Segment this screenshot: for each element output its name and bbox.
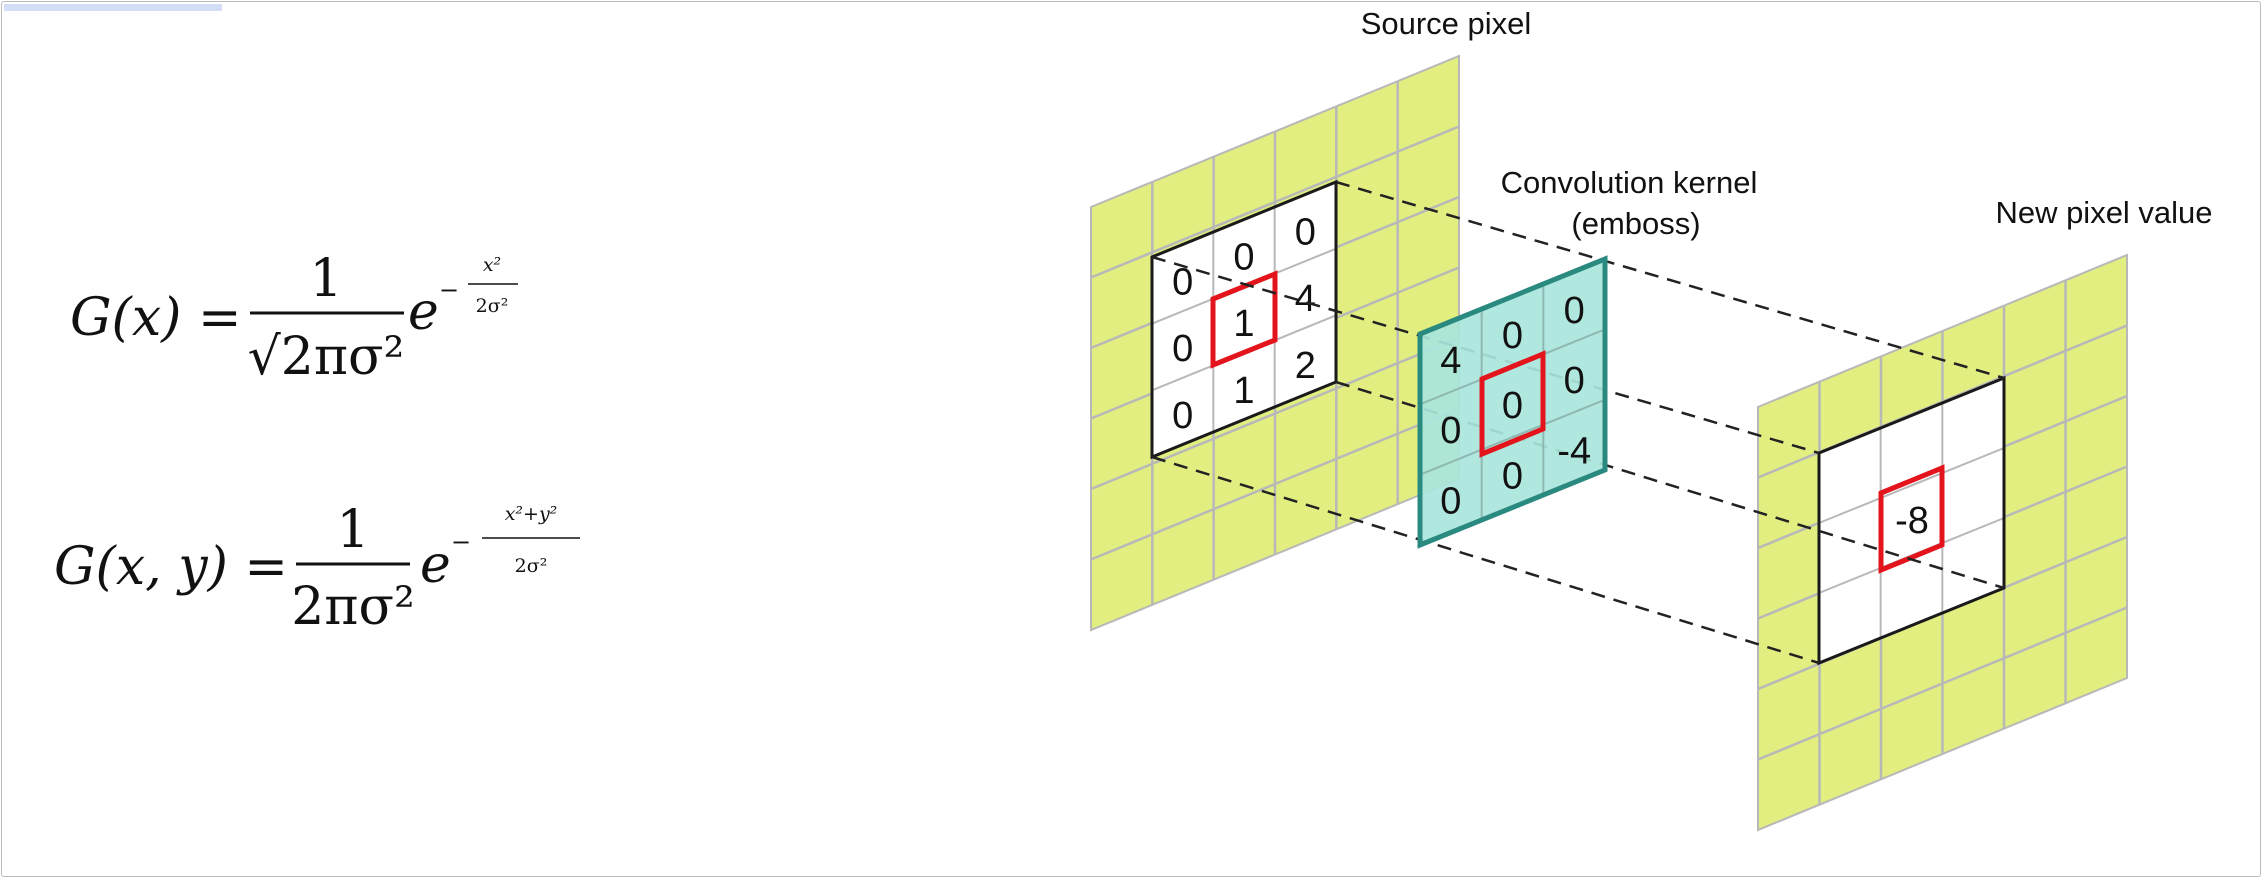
kernel-cell-2-2: -4	[1557, 431, 1591, 473]
kernel-cell-0-1: 0	[1502, 315, 1523, 357]
g2d-base: e	[420, 535, 451, 595]
g1d-exp-sign: −	[439, 276, 459, 304]
g1d-exp-denominator: 2σ²	[476, 295, 509, 317]
kernel-cell-2-0: 0	[1440, 481, 1461, 523]
kernel-cell-2-1: 0	[1502, 456, 1523, 498]
kernel-cell-1-0: 0	[1440, 410, 1461, 452]
source-highlight-box	[1210, 270, 1278, 369]
g2d-exp-sign: −	[451, 528, 471, 556]
g2d-numerator: 1	[336, 500, 369, 560]
kernel-cell-1-2: 0	[1564, 360, 1585, 402]
kernel-highlight-box	[1479, 350, 1546, 458]
grid-line	[1090, 336, 1460, 491]
g1d-base: e	[408, 282, 439, 342]
grid-line	[1419, 398, 1606, 476]
grid-line	[1090, 407, 1460, 561]
kernel-cells: 4 0 0 0 0 0 0 0 -4	[1440, 290, 1591, 523]
source-cell-0-1: 0	[1233, 237, 1254, 279]
g2d-denominator: 2πσ²	[291, 577, 415, 637]
g1d-denominator: √2πσ²	[248, 327, 405, 387]
kernel-background	[1420, 259, 1605, 545]
source-cell-2-1: 1	[1233, 370, 1254, 412]
kernel-cell-0-0: 4	[1440, 340, 1461, 382]
source-cells: 0 0 0 0 1 4 0 1 2	[1172, 212, 1316, 437]
result-value: -8	[1895, 500, 1929, 542]
result-highlight-box	[1878, 464, 1945, 574]
gaussian-1d-equation: G(x) = 1 √2πσ² e − x² 2σ²	[70, 249, 518, 387]
g2d-exp-numerator: x²+y²	[505, 503, 558, 525]
source-cell-2-2: 2	[1295, 345, 1316, 387]
source-cell-1-0: 0	[1172, 328, 1193, 370]
kernel-label-line1: Convolution kernel	[1501, 165, 1758, 200]
g1d-numerator: 1	[309, 249, 342, 309]
source-cell-2-0: 0	[1172, 395, 1193, 437]
source-cell-0-0: 0	[1172, 262, 1193, 304]
kernel-plane: 4 0 0 0 0 0 0 0 -4	[1417, 255, 1608, 549]
source-plane: 0 0 0 0 1 4 0 1 2	[1090, 54, 1460, 632]
g2d-exp-denominator: 2σ²	[515, 555, 548, 577]
kernel-cell-0-2: 0	[1564, 290, 1585, 332]
source-cell-1-1: 1	[1233, 303, 1254, 345]
grid-line	[1090, 125, 1460, 279]
projection-lines	[1151, 180, 2005, 665]
projection-line-bottom	[1151, 455, 1820, 665]
g2d-lhs: G(x, y) =	[54, 537, 288, 597]
grid-line	[1818, 447, 2005, 524]
result-window	[1819, 378, 2004, 663]
gaussian-2d-equation: G(x, y) = 1 2πσ² e − x²+y² 2σ²	[54, 500, 580, 637]
kernel-label-line2: (emboss)	[1571, 206, 1700, 241]
g1d-exp-numerator: x²	[483, 254, 501, 276]
top-accent-strip	[4, 4, 222, 11]
kernel-cell-1-1: 0	[1502, 385, 1523, 427]
g1d-lhs: G(x) =	[70, 288, 242, 348]
source-pixel-label: Source pixel	[1361, 6, 1532, 41]
projection-line-top	[1335, 180, 2005, 380]
result-plane: -8	[1757, 253, 2128, 832]
grid-line	[1757, 606, 2128, 761]
source-cell-0-2: 0	[1295, 212, 1316, 254]
new-pixel-value-label: New pixel value	[1995, 195, 2212, 230]
source-cell-1-2: 4	[1295, 278, 1316, 320]
kernel-border	[1417, 255, 1608, 549]
source-window	[1152, 182, 1336, 457]
